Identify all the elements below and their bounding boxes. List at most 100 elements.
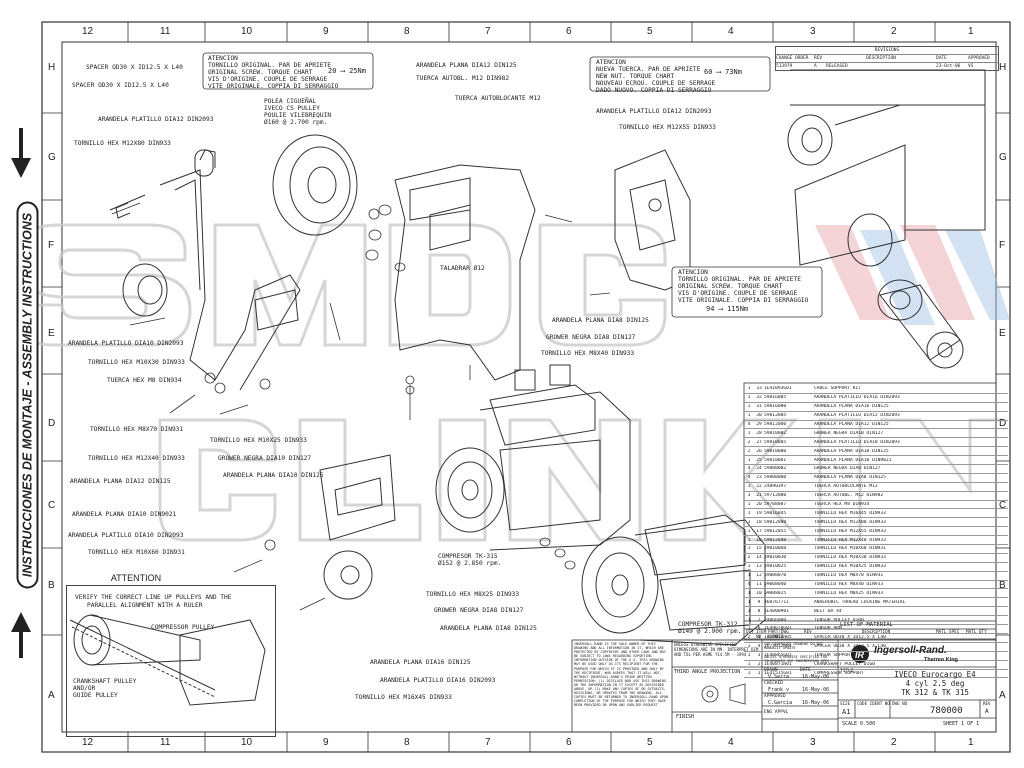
bom-description: TENSOR ARM: [814, 626, 842, 632]
bom-qty: 1: [747, 395, 751, 401]
grid-col-label: 5: [647, 737, 653, 748]
bom-description: TUERCA AUTOBL. M12 DIN982: [814, 493, 884, 499]
callout-bolt-m8x25: TORNILLO HEX M8X25 DIN933: [426, 591, 520, 598]
rev-col-change-order: CHANGE ORDER: [776, 56, 809, 61]
bom-qty: 1: [747, 670, 751, 676]
bom-qty: 1: [747, 404, 751, 410]
callout-grower-dia10: GROWER NEGRA DIA10 DIN127: [218, 455, 312, 462]
rev-label: REV: [983, 701, 991, 706]
grid-col-label: 9: [323, 26, 329, 37]
grid-row-label: B: [48, 580, 55, 591]
note-line: VITE ORIGINALE. COPPIA DI SERRAGGIO: [208, 83, 339, 90]
bom-part-number: 1E41515G01: [764, 670, 792, 676]
bom-item-no: 22: [756, 484, 762, 490]
rev-cell: RELEASED: [826, 64, 848, 69]
callout-bolt-m10x25: TORNILLO HEX M10X25 DIN933: [210, 437, 307, 444]
brand-name: Ingersoll-Rand.: [874, 645, 947, 656]
bom-qty: 1: [747, 430, 751, 436]
bom-col-matl-qty: MATL QTY: [966, 630, 987, 635]
bom-part-number: 1E40865G01: [764, 653, 792, 659]
grid-col-label: 8: [404, 26, 410, 37]
grid-col-label: 4: [728, 737, 734, 748]
bom-item-no: 14: [756, 555, 762, 561]
cad-note: CAD GENERATED DRAWING DO NOT MANUALLY UP…: [764, 642, 824, 650]
bom-description: ARANDELA PLANA DIA10 DIN125: [814, 448, 889, 454]
grid-col-label: 3: [810, 737, 816, 748]
note-line: VIS D'ORIGINE. COUPLE DE SERRAGE: [678, 290, 798, 297]
bom-item-no: 23: [756, 475, 762, 481]
callout-line: Ø152 @ 2.850 rpm.: [438, 560, 502, 567]
note-line: TORNILLO ORIGINAL. PAR DE APRIETE: [208, 62, 331, 69]
bom-part-number: 59712000: [764, 493, 787, 499]
bom-part-number: 1E4000901: [764, 608, 789, 614]
callout-bolt-m12x55: TORNILLO HEX M12X55 DIN933: [619, 124, 716, 131]
sheet: SHEET 1 OF 1: [943, 721, 980, 727]
callout-washer-dia8-b: ARANDELA PLANA DIA8 DIN125: [440, 625, 537, 632]
note-line: ORIGINAL SCREW. TORQUE CHART: [208, 69, 313, 76]
grid-row-label: G: [999, 152, 1007, 163]
bom-part-number: 1E73012H04: [764, 644, 792, 650]
attention-crank-line: AND/OR: [73, 685, 96, 692]
grid-row-label: E: [999, 328, 1006, 339]
note-line: NUEVA TUERCA. PAR DE APRIETE: [596, 66, 701, 73]
bom-item-no: 11: [756, 582, 762, 588]
callout-washer-dia16: ARANDELA PLANA DIA16 DIN125: [370, 659, 471, 666]
grid-row-label: C: [999, 500, 1007, 511]
bom-description: ARANDELA PLANA DIA12 DIN125: [814, 422, 889, 427]
rev-col-approved: APPROVED: [968, 56, 990, 61]
grid-row-label: H: [999, 62, 1007, 73]
bom-description: CABLE SUPPORT KIT: [814, 386, 862, 392]
bom-qty: 4: [747, 466, 751, 472]
bom-description: GROWER NEGRA DIA8 DIN127: [814, 466, 881, 472]
attention-crank-line: GUIDE PULLEY: [73, 692, 118, 699]
callout-lock-nut-m12: TUERCA AUTOBLOCANTE M12: [455, 95, 541, 102]
legal-notice: INGERSOLL-RAND IS THE SOLE OWNER OF THIS…: [574, 642, 668, 708]
bom-part-number: 24066000: [764, 617, 787, 623]
note-line: DADO NUOVO. COPPIA DI SERRAGGIO: [596, 87, 712, 94]
revisions-row: 513979 A RELEASED 23-Oct-06 VS: [776, 63, 998, 70]
drawn-date: 16-May-06: [802, 674, 830, 680]
bom-qty: 2: [747, 448, 751, 454]
grid-col-label: 6: [566, 26, 572, 37]
bom-part-number: 368767711: [764, 599, 789, 605]
note-line: TORNILLO ORIGINAL. PAR DE APRIETE: [678, 276, 801, 283]
bom-qty: 1: [747, 528, 751, 534]
bom-description: TORNILLO HEX M10X30 DIN933: [814, 555, 886, 561]
checked-date: 16-May-06: [802, 687, 830, 693]
bom-part-number: 59810002: [764, 430, 787, 436]
bom-qty: 1: [747, 519, 751, 525]
revisions-table: REVISIONS CHANGE ORDER REV DESCRIPTION D…: [775, 46, 999, 71]
finish-label: FINISH: [676, 714, 695, 720]
attention-title: ATTENTION: [110, 573, 162, 583]
grid-row-label: F: [999, 240, 1006, 251]
note-line: ATENCION: [678, 269, 708, 276]
bom-qty: 1: [747, 413, 751, 419]
brand-sub: Thermo King: [924, 657, 958, 663]
callout-bolt-m10x30: TORNILLO HEX M10X30 DIN933: [88, 359, 185, 366]
title-label: TITLE: [840, 669, 854, 674]
bom-item-no: 27: [756, 439, 762, 445]
bom-qty: 1: [747, 502, 751, 508]
callout-spacer-1: SPACER OD30 X ID12.5 X L40: [86, 64, 183, 71]
attention-compressor-label: COMPRESSOR PULLEY: [151, 624, 215, 631]
grid-row-label: A: [48, 690, 55, 701]
drawing-title: IVECO Eurocargo E4 4 cyl 2.5 deg TK 312 …: [880, 670, 990, 697]
rev-cell: A: [814, 64, 817, 69]
bom-part-number: 59010060: [764, 546, 787, 552]
bom-description: COMPRESSOR SUPPORT: [814, 670, 864, 676]
attention-crank-label: CRANKSHAFT PULLEY AND/OR GUIDE PULLEY: [73, 678, 136, 699]
drawn-label: DRAWN: [764, 668, 778, 673]
grid-row-label: D: [999, 418, 1007, 429]
torque-note-2: ATENCION NUEVA TUERCA. PAR DE APRIETE NE…: [596, 59, 715, 94]
grid-col-label: 7: [485, 26, 491, 37]
